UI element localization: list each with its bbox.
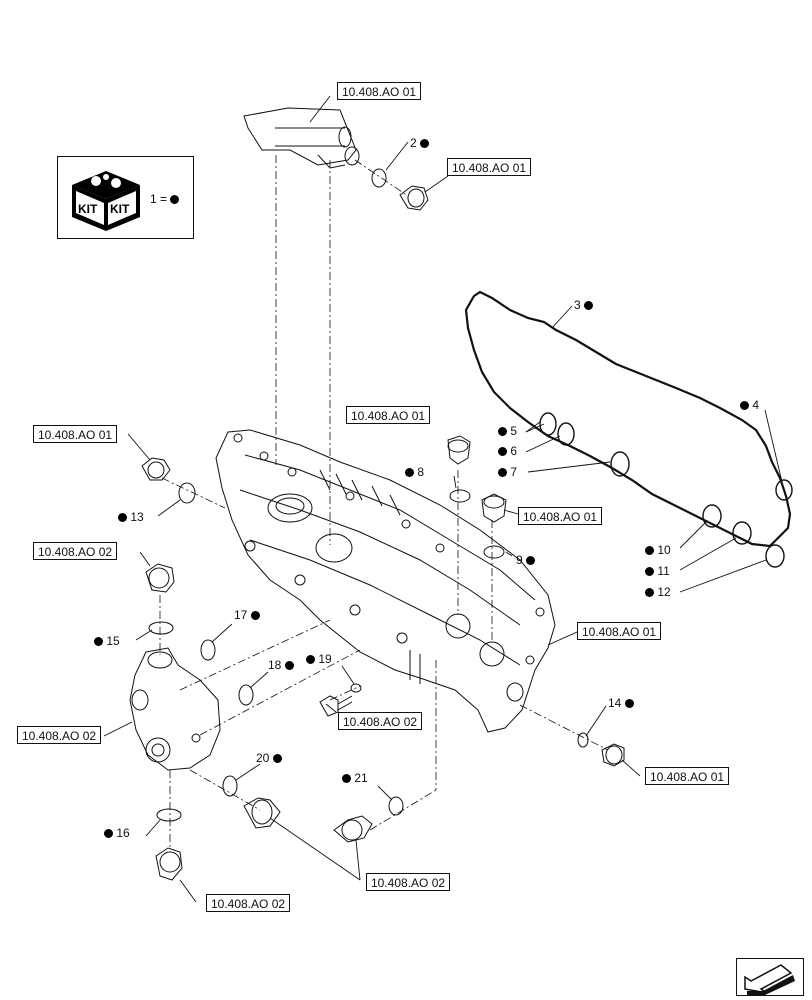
callout-16: 16	[104, 826, 130, 840]
navigation-arrow-box[interactable]	[736, 958, 804, 996]
reference-box[interactable]: 10.408.AO 01	[518, 507, 603, 525]
o-ring-8	[449, 489, 471, 503]
kit-box-icon	[72, 171, 140, 231]
callout-3: 3	[574, 298, 594, 312]
screw-19	[319, 695, 353, 717]
reference-box[interactable]: 10.408.AO 02	[17, 726, 102, 744]
gasket-3	[464, 290, 792, 548]
dot-icon	[498, 447, 507, 456]
dot-icon	[645, 588, 654, 597]
dot-icon	[624, 699, 634, 708]
callout-13: 13	[118, 510, 144, 524]
dot-icon	[306, 655, 315, 664]
washer-19	[350, 683, 362, 693]
dot-icon	[104, 829, 113, 838]
plug-8	[447, 435, 471, 465]
reference-box[interactable]: 10.408.AO 02	[206, 894, 291, 912]
o-ring-9	[483, 545, 505, 559]
plug-9	[481, 493, 507, 523]
reference-box[interactable]: 10.408.AO 01	[33, 425, 118, 443]
o-ring-13	[178, 482, 196, 504]
callout-21: 21	[342, 771, 368, 785]
plug-16	[155, 847, 183, 881]
reference-box[interactable]: 10.408.AO 02	[366, 873, 451, 891]
dot-icon	[584, 301, 594, 310]
reference-box[interactable]: 10.408.AO 02	[338, 712, 423, 730]
callout-18: 18	[268, 658, 294, 672]
plug-15	[145, 563, 175, 593]
reference-box[interactable]: 10.408.AO 01	[337, 82, 422, 100]
o-ring-18	[238, 684, 254, 706]
valve-body	[129, 647, 221, 771]
callout-5: 5	[498, 424, 517, 438]
plug-13	[141, 457, 171, 481]
o-ring-16	[156, 808, 182, 822]
kit-legend-box: KIT KIT 1 =	[57, 156, 194, 239]
o-ring-14	[577, 732, 589, 748]
dot-icon	[526, 556, 536, 565]
reference-box[interactable]: 10.408.AO 01	[346, 406, 431, 424]
dot-icon	[94, 637, 103, 646]
reference-box[interactable]: 10.408.AO 01	[447, 158, 532, 176]
dot-icon	[250, 611, 260, 620]
dot-icon	[170, 195, 180, 204]
dot-icon	[342, 774, 351, 783]
reference-box[interactable]: 10.408.AO 01	[645, 767, 730, 785]
o-ring-21	[388, 796, 404, 816]
fitting-21	[333, 815, 373, 843]
dot-icon	[405, 468, 414, 477]
o-ring-15	[148, 621, 174, 635]
dot-icon	[498, 468, 507, 477]
main-housing	[215, 429, 556, 733]
callout-15: 15	[94, 634, 120, 648]
callout-19: 19	[306, 652, 332, 666]
kit-label-left: KIT	[78, 202, 98, 216]
callout-17: 17	[234, 608, 260, 622]
o-ring-2	[371, 168, 387, 188]
plug-top	[399, 185, 429, 211]
callout-6: 6	[498, 444, 517, 458]
callout-8: 8	[405, 465, 424, 479]
callout-2: 2	[410, 136, 430, 150]
oil-tube-part	[243, 107, 360, 169]
callout-12: 12	[645, 585, 671, 599]
o-ring-17	[200, 639, 216, 661]
dot-icon	[740, 401, 749, 410]
callout-7: 7	[498, 465, 517, 479]
reference-box[interactable]: 10.408.AO 01	[577, 622, 662, 640]
dot-icon	[420, 139, 430, 148]
dot-icon	[645, 546, 654, 555]
plug-14	[601, 743, 625, 767]
callout-11: 11	[645, 564, 670, 578]
callout-20: 20	[256, 751, 282, 765]
dot-icon	[284, 661, 294, 670]
arrow-icon	[744, 964, 795, 995]
kit-label-right: KIT	[110, 202, 130, 216]
reference-box[interactable]: 10.408.AO 02	[33, 542, 118, 560]
callout-14: 14	[608, 696, 634, 710]
assembly-dash-lines	[159, 155, 609, 850]
callout-10: 10	[645, 543, 671, 557]
dot-icon	[118, 513, 127, 522]
fitting-20	[243, 797, 281, 829]
gasket-holes	[539, 412, 793, 568]
dot-icon	[645, 567, 654, 576]
kit-equation: 1 =	[150, 192, 180, 206]
o-ring-20	[222, 775, 238, 797]
dot-icon	[498, 427, 507, 436]
leader-lines	[103, 95, 783, 903]
dot-icon	[272, 754, 282, 763]
callout-4: 4	[740, 398, 759, 412]
callout-9: 9	[516, 553, 536, 567]
